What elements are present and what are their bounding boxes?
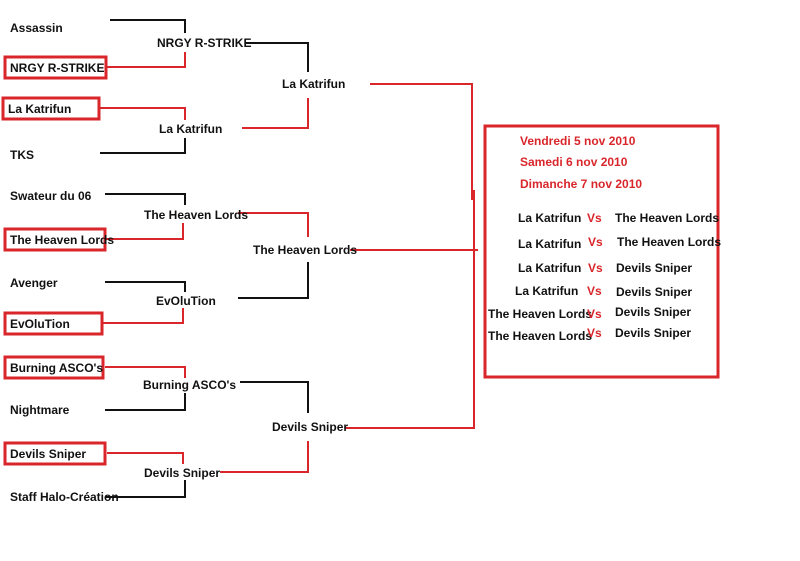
winner-box <box>3 227 107 252</box>
schedule-date: Vendredi 5 nov 2010 <box>520 134 636 148</box>
match-vs: Vs <box>588 235 603 249</box>
match-away-team: Devils Sniper <box>616 261 692 275</box>
match-home-team: La Katrifun <box>515 284 578 298</box>
team-label-r1: Avenger <box>10 276 58 290</box>
team-label-r3: The Heaven Lords <box>253 243 357 257</box>
connector-r2-b-winner <box>238 212 309 237</box>
winner-box <box>1 96 101 121</box>
team-label-r1: Staff Halo-Création <box>10 490 119 504</box>
team-label-r1: Swateur du 06 <box>10 189 92 203</box>
connector-r2-b <box>238 262 309 299</box>
match-away-team: Devils Sniper <box>615 326 691 340</box>
team-label-r3: La Katrifun <box>282 77 345 91</box>
team-label-r1: Assassin <box>10 21 63 35</box>
connector-r1-b-winner <box>100 107 186 120</box>
connector-r2-c-winner <box>220 441 309 473</box>
schedule-date: Samedi 6 nov 2010 <box>520 155 628 169</box>
connector-r1-e-winner <box>105 366 186 378</box>
connector-r2-a <box>245 42 309 72</box>
match-home-team: The Heaven Lords <box>488 329 592 343</box>
team-label-r2: EvOluTion <box>156 294 216 308</box>
team-label-r1: Nightmare <box>10 403 70 417</box>
match-vs: Vs <box>587 284 602 298</box>
winner-box <box>3 311 104 336</box>
team-label-r1: Devils Sniper <box>10 447 86 461</box>
match-home-team: La Katrifun <box>518 237 581 251</box>
team-label-r2: Devils Sniper <box>144 466 220 480</box>
team-label-r1: The Heaven Lords <box>10 233 114 247</box>
connector-r1-c-winner <box>105 223 184 240</box>
team-label-r1: Burning ASCO's <box>10 361 103 375</box>
match-vs: Vs <box>587 326 602 340</box>
match-away-team: Devils Sniper <box>616 285 692 299</box>
connector-r2-c <box>240 381 309 413</box>
connector-r1-d <box>105 281 186 292</box>
winner-box <box>3 441 107 466</box>
team-label-r1: TKS <box>10 148 34 162</box>
match-vs: Vs <box>587 211 602 225</box>
team-label-r1: La Katrifun <box>8 102 71 116</box>
bracket-connectors <box>100 19 478 498</box>
team-label-r2: NRGY R-STRIKE <box>157 36 251 50</box>
winner-box <box>3 355 105 380</box>
connector-r1-d-winner <box>103 308 184 324</box>
team-label-r2: Burning ASCO's <box>143 378 236 392</box>
winner-boxes <box>1 55 108 466</box>
schedule-box: Vendredi 5 nov 2010 Samedi 6 nov 2010 Di… <box>483 124 721 379</box>
connector-r1-b <box>100 138 186 154</box>
connector-r1-a-winner <box>107 52 186 68</box>
team-label-r2: La Katrifun <box>159 122 222 136</box>
winner-box <box>3 55 108 80</box>
match-away-team: Devils Sniper <box>615 305 691 319</box>
connector-r1-e <box>105 393 186 411</box>
connector-r1-f-winner <box>107 452 184 464</box>
match-home-team: The Heaven Lords <box>488 307 592 321</box>
connector-r1-c <box>105 193 186 205</box>
match-home-team: La Katrifun <box>518 211 581 225</box>
schedule-border <box>483 124 720 379</box>
team-label-r1: NRGY R-STRIKE <box>10 61 104 75</box>
connector-r1-f <box>105 480 186 498</box>
match-vs: Vs <box>588 261 603 275</box>
match-away-team: The Heaven Lords <box>615 211 719 225</box>
connector-r3-c <box>345 310 475 429</box>
team-label-r3: Devils Sniper <box>272 420 348 434</box>
match-vs: Vs <box>587 307 602 321</box>
match-home-team: La Katrifun <box>518 261 581 275</box>
connector-r1-a <box>110 19 186 33</box>
team-label-r1: EvOluTion <box>10 317 70 331</box>
match-away-team: The Heaven Lords <box>617 235 721 249</box>
team-label-r2: The Heaven Lords <box>144 208 248 222</box>
connector-r2-a-winner <box>242 98 309 129</box>
round2-labels: NRGY R-STRIKE La Katrifun The Heaven Lor… <box>143 36 251 480</box>
schedule-date: Dimanche 7 nov 2010 <box>520 177 642 191</box>
round3-labels: La Katrifun The Heaven Lords Devils Snip… <box>253 77 357 434</box>
connector-r3-a <box>370 83 473 200</box>
round1-labels: Assassin NRGY R-STRIKE La Katrifun TKS S… <box>8 21 119 504</box>
